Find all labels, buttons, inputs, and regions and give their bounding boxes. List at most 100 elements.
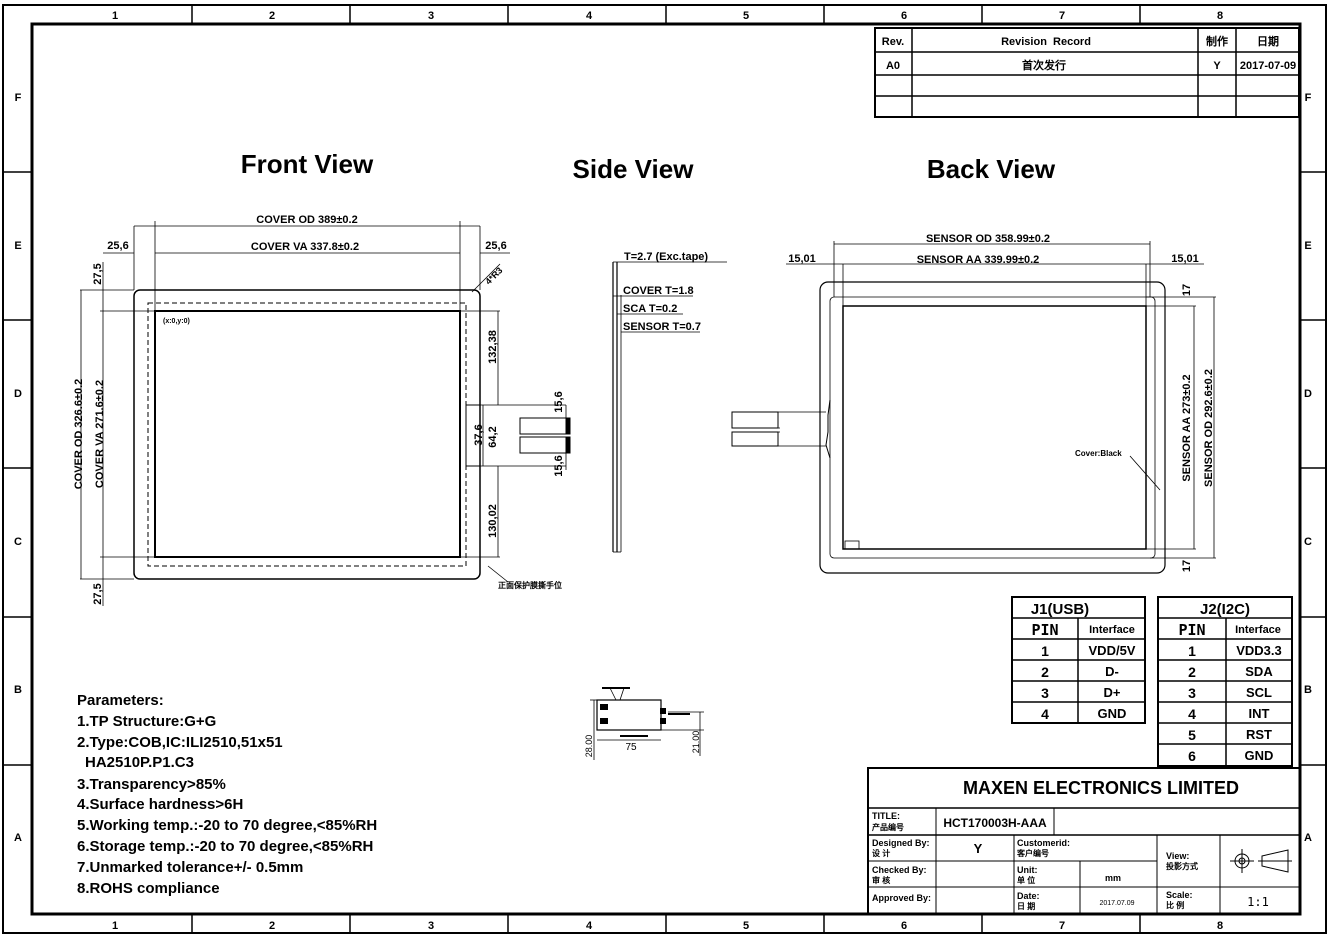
front-tail-bottom: 15,6 (553, 455, 565, 476)
fpc-width: 75 (625, 742, 637, 753)
front-protect-note: 正面保护膜撕手位 (498, 580, 562, 590)
parameter-item: 4.Surface hardness>6H (77, 796, 243, 813)
front-cover-od-width: COVER OD 389±0.2 (256, 214, 357, 226)
front-view-drawing (80, 221, 571, 606)
row-label-right-A: A (1304, 832, 1312, 844)
revision-cell-rev: A0 (886, 60, 900, 72)
back-top-margin: 17 (1181, 284, 1193, 296)
front-cover-va-width: COVER VA 337.8±0.2 (251, 241, 359, 253)
col-label-bottom-7: 7 (1059, 920, 1065, 932)
j2-title: J2(I2C) (1200, 601, 1250, 618)
j1-interface: GND (1098, 706, 1127, 721)
side-sca-thickness: SCA T=0.2 (623, 303, 677, 315)
j1-pin-table: J1(USB) PIN Interface 1 VDD/5V 2 D- 3 D+… (1011, 596, 1146, 724)
scale-value: 1:1 (1247, 895, 1269, 909)
front-upper-offset: 132,38 (487, 330, 499, 364)
back-left-margin: 15,01 (788, 253, 816, 265)
unit-label: Unit: (1017, 865, 1038, 875)
unit-value: mm (1105, 873, 1121, 883)
front-tail-width-a: 37,6 (473, 424, 485, 445)
j2-pin: 5 (1188, 727, 1196, 743)
j2-pin-table: J2(I2C) PIN Interface 1 VDD3.3 2 SDA 3 S… (1157, 596, 1293, 767)
col-label-top-7: 7 (1059, 10, 1065, 22)
title-block: MAXEN ELECTRONICS LIMITED TITLE: 产品编号 De… (867, 767, 1301, 915)
j2-interface: VDD3.3 (1236, 643, 1282, 658)
side-sensor-thickness: SENSOR T=0.7 (623, 321, 701, 333)
revision-cell-maker: Y (1213, 60, 1221, 72)
fpc-left-height: 28.00 (584, 735, 594, 758)
j2-pin: 3 (1188, 685, 1196, 701)
front-left-margin: 25,6 (107, 240, 128, 252)
j2-interface: GND (1245, 748, 1274, 763)
j2-interface: SDA (1245, 664, 1273, 679)
col-label-top-6: 6 (901, 10, 907, 22)
revision-header-rev: Rev. (882, 36, 904, 48)
parameter-item: 3.Transparency>85% (77, 776, 226, 793)
revision-header-maker: 制作 (1206, 34, 1228, 48)
j1-pin: 3 (1041, 685, 1049, 701)
j2-header-pin: PIN (1178, 621, 1205, 639)
parameter-item: 1.TP Structure:G+G (77, 713, 216, 730)
j2-header-interface: Interface (1235, 624, 1281, 636)
fpc-detail-drawing (590, 687, 704, 760)
j2-pin: 4 (1188, 706, 1196, 722)
back-view-title: Back View (927, 154, 1056, 184)
col-label-bottom-6: 6 (901, 920, 907, 932)
third-angle-projection-icon (1230, 849, 1292, 873)
j1-pin: 2 (1041, 664, 1049, 680)
j1-pin: 4 (1041, 706, 1049, 722)
back-sensor-od-height: SENSOR OD 292.6±0.2 (1203, 369, 1215, 487)
side-view-title: Side View (573, 154, 695, 184)
row-label-left-B: B (14, 684, 22, 696)
back-bottom-margin: 17 (1181, 560, 1193, 572)
checked-label-cn: 审 核 (872, 875, 890, 885)
row-label-right-B: B (1304, 684, 1312, 696)
customerid-label: Customerid: (1017, 838, 1070, 848)
front-cover-od-height: COVER OD 326.6±0.2 (73, 379, 85, 490)
revision-cell-record: 首次发行 (1022, 58, 1066, 72)
parameters-block: Parameters: 1.TP Structure:G+G 2.Type:CO… (77, 692, 377, 897)
col-label-top-5: 5 (743, 10, 749, 22)
j2-interface: INT (1249, 706, 1270, 721)
revision-cell-date: 2017-07-09 (1240, 60, 1296, 72)
side-cover-thickness: COVER T=1.8 (623, 285, 694, 297)
parameter-item: 7.Unmarked tolerance+/- 0.5mm (77, 859, 303, 876)
col-label-bottom-1: 1 (112, 920, 118, 932)
parameter-item: 2.Type:COB,IC:ILI2510,51x51 (77, 734, 283, 751)
revision-header-date: 日期 (1257, 34, 1279, 48)
back-sensor-od-width: SENSOR OD 358.99±0.2 (926, 233, 1050, 245)
date-value: 2017.07.09 (1099, 900, 1134, 907)
col-label-top-1: 1 (112, 10, 118, 22)
company-name: MAXEN ELECTRONICS LIMITED (963, 778, 1239, 798)
j1-header-interface: Interface (1089, 624, 1135, 636)
designed-label-cn: 设 计 (872, 848, 890, 858)
fpc-right-height: 21.00 (691, 731, 701, 754)
j1-interface: VDD/5V (1089, 643, 1136, 658)
parameter-item: 8.ROHS compliance (77, 880, 220, 897)
front-origin-label: (x:0,y:0) (163, 318, 190, 325)
view-label: View: (1166, 851, 1189, 861)
designed-value: Y (974, 841, 983, 856)
side-view-drawing (612, 261, 727, 553)
scale-label: Scale: (1166, 890, 1193, 900)
col-label-bottom-2: 2 (269, 920, 275, 932)
row-label-left-F: F (15, 92, 22, 104)
front-view-title: Front View (241, 149, 374, 179)
parameter-item: HA2510P.P1.C3 (85, 754, 194, 771)
revision-header-record: Revision Record (1001, 36, 1091, 48)
date-label: Date: (1017, 891, 1040, 901)
designed-label: Designed By: (872, 838, 930, 848)
col-label-bottom-8: 8 (1217, 920, 1223, 932)
front-right-margin: 25,6 (485, 240, 506, 252)
j2-pin: 1 (1188, 643, 1196, 659)
customerid-label-cn: 客户编号 (1016, 848, 1049, 858)
date-label-cn: 日 期 (1017, 901, 1035, 911)
title-label: TITLE: (872, 811, 900, 821)
col-label-top-4: 4 (586, 10, 593, 22)
front-tail-width-b: 64,2 (487, 426, 499, 447)
j2-interface: RST (1246, 727, 1272, 742)
row-label-left-C: C (14, 536, 22, 548)
revision-table: Rev. Revision Record 制作 日期 A0 首次发行 Y 201… (874, 27, 1300, 118)
col-label-bottom-3: 3 (428, 920, 434, 932)
